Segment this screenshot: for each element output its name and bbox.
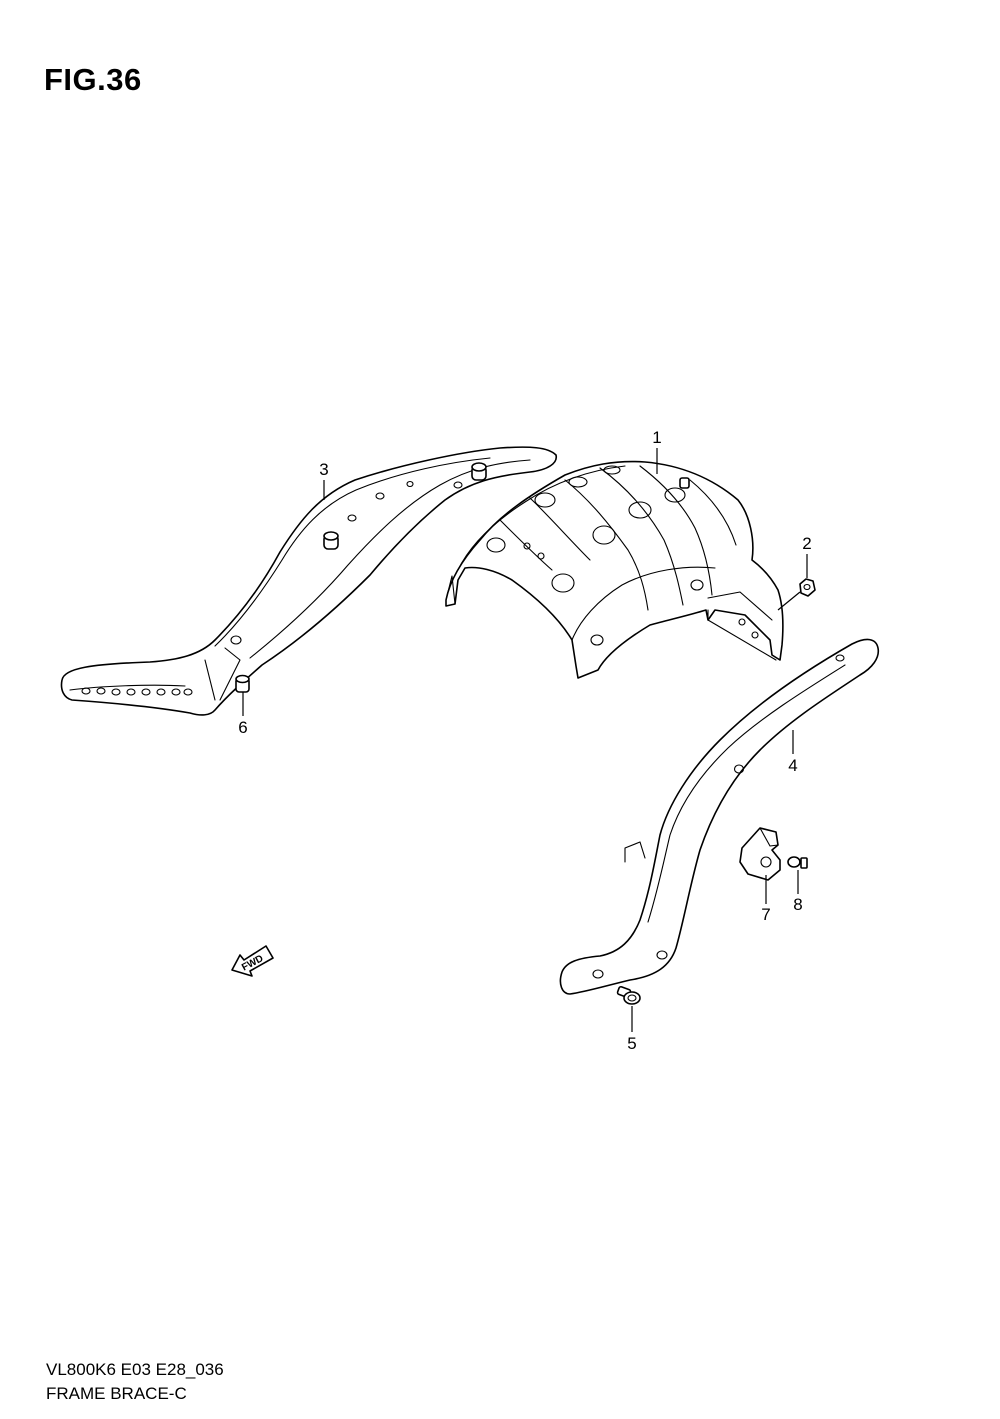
callout-7: 7 [761,905,771,924]
fwd-direction-arrow: FWD [231,945,274,977]
callout-leader-lines [242,448,808,1032]
part-3-mounting-bosses [323,462,487,550]
part-7-clamp [739,827,781,881]
callout-8: 8 [793,895,803,914]
part-8-screw [787,856,808,869]
callout-3: 3 [319,460,329,479]
part-3-holes [81,480,414,696]
part-1-holes [486,465,759,646]
callout-5: 5 [627,1034,637,1053]
callout-1: 1 [652,428,662,447]
part-2-nut [799,578,816,597]
callout-6: 6 [238,718,248,737]
figure-title: FIG.36 [44,62,142,97]
part-3-left-frame-brace [60,446,557,716]
figure-code: VL800K6 E03 E28_036 [46,1360,224,1379]
part-5-bolt [616,985,641,1005]
figure-name: FRAME BRACE-C [46,1384,187,1403]
callout-2: 2 [802,534,812,553]
callout-4: 4 [788,756,798,775]
part-4-right-frame-brace [559,638,880,995]
part-1-rear-cover [445,460,784,679]
part-6-grommet [235,674,250,693]
fwd-badge-text: FWD [240,953,265,973]
